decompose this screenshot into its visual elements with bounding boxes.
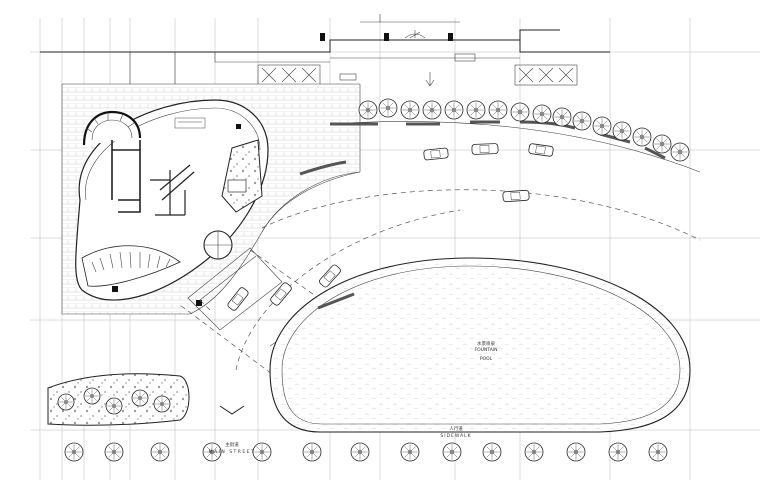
- tree-icon: [104, 442, 124, 462]
- tree-icon: [524, 442, 544, 462]
- tree-icon: [632, 127, 652, 147]
- fountain-pool: 水景喷泉 FOUNTAIN POOL: [269, 257, 691, 433]
- tree-icon: [652, 134, 672, 154]
- tree-icon: [648, 442, 668, 462]
- tree-icon: [442, 442, 462, 462]
- lobby-building: [75, 99, 283, 331]
- tree-icon: [488, 100, 508, 120]
- main-street-label-en: MAIN STREET: [209, 449, 256, 455]
- tree-icon: [64, 442, 84, 462]
- fountain-label-en2: POOL: [480, 356, 493, 362]
- main-street-label-cn: 主街道: [225, 441, 239, 448]
- car-541-150: [528, 143, 554, 157]
- tree-icon: [400, 100, 420, 120]
- fountain-label-en: FOUNTAIN: [475, 347, 498, 353]
- driveway-curves: [235, 120, 701, 371]
- tree-icon: [608, 442, 628, 462]
- tree-icon: [670, 142, 690, 162]
- car-516-196: [502, 189, 530, 203]
- car-238-299: [227, 287, 249, 311]
- tree-icon: [105, 397, 123, 415]
- tree-icon: [466, 100, 486, 120]
- tree-icon: [350, 442, 370, 462]
- tree-icon: [358, 100, 378, 120]
- tree-icon: [302, 442, 322, 462]
- tree-icon: [532, 104, 552, 124]
- tree-icon: [592, 116, 612, 136]
- car-281-294: [270, 282, 292, 306]
- tree-icon: [153, 395, 171, 413]
- car-436-154: [423, 147, 449, 161]
- entry-arrow-icon: [219, 405, 245, 415]
- tree-row-south: [64, 442, 668, 462]
- tree-icon: [444, 100, 464, 120]
- tree-icon: [510, 102, 530, 122]
- tree-icon: [83, 387, 101, 405]
- tree-icon: [131, 389, 149, 407]
- sidewalk-label-cn: 人行道: [449, 425, 463, 432]
- tree-icon: [572, 111, 592, 131]
- tree-icon: [252, 442, 272, 462]
- tree-icon: [57, 393, 75, 411]
- tree-row-north: [358, 98, 690, 162]
- sidewalk-label-en: SIDEWALK: [440, 433, 471, 439]
- planting-bed: [47, 373, 190, 426]
- north-building-edge: [40, 14, 610, 89]
- car-485-149: [471, 143, 499, 155]
- tree-icon: [612, 121, 632, 141]
- tree-icon: [422, 100, 442, 120]
- tree-icon: [378, 98, 398, 118]
- tree-icon: [202, 442, 222, 462]
- fountain-label-cn: 水景喷泉: [477, 340, 495, 347]
- tree-icon: [150, 442, 170, 462]
- tree-icon: [482, 442, 502, 462]
- car-330-276: [319, 264, 341, 288]
- tree-icon: [566, 442, 586, 462]
- tree-icon: [400, 442, 420, 462]
- tree-icon: [552, 107, 572, 127]
